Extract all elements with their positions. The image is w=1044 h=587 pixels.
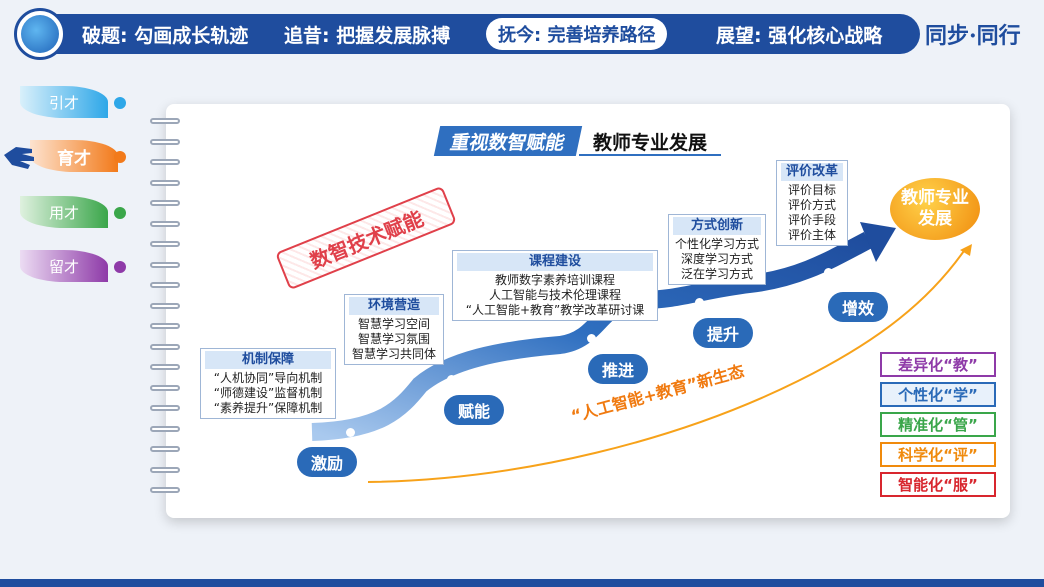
- binding-ring: [150, 405, 180, 411]
- goal-line: 发展: [918, 209, 952, 229]
- box-line: 评价目标: [787, 183, 836, 197]
- box-heading: 方式创新: [673, 217, 761, 235]
- legend-learn: 个性化“学”: [880, 382, 996, 407]
- school-logo: [14, 8, 66, 60]
- stage-incentive: 激励: [297, 447, 358, 477]
- path-ribbon: [311, 232, 873, 441]
- path-node: [447, 375, 456, 384]
- path-node: [346, 428, 355, 437]
- path-node: [695, 298, 704, 307]
- path-node: [824, 268, 833, 277]
- binding-ring: [150, 179, 180, 186]
- box-heading: 机制保障: [205, 351, 331, 369]
- stage-advance: 推进: [588, 354, 649, 384]
- legend-manage: 精准化“管”: [880, 412, 996, 437]
- binding-ring: [150, 302, 180, 309]
- top-bar-band: [40, 14, 920, 54]
- box-line: 深度学习方式: [680, 252, 753, 266]
- binding-ring: [150, 159, 180, 165]
- sidebar-item-recruit[interactable]: 引才: [20, 86, 108, 118]
- binding-ring: [150, 343, 180, 350]
- sidebar-item-label: 用才: [48, 203, 79, 222]
- box-line: “素养提升”保障机制: [213, 401, 323, 415]
- legend-evaluate: 科学化“评”: [880, 442, 996, 467]
- binding-ring: [150, 261, 180, 268]
- binding-ring: [150, 282, 180, 288]
- binding-ring: [150, 200, 180, 206]
- sidebar-item-employ[interactable]: 用才: [20, 196, 108, 228]
- binding-ring: [150, 138, 180, 145]
- box-line: 评价手段: [787, 213, 836, 227]
- tab-breaking[interactable]: 破题: 勾画成长轨迹: [82, 24, 249, 47]
- box-line: 智慧学习共同体: [351, 347, 436, 361]
- legend-serve: 智能化“服”: [880, 472, 996, 497]
- box-method: 方式创新 个性化学习方式 深度学习方式 泛在学习方式: [668, 214, 766, 285]
- box-line: 教师数字素养培训课程: [494, 273, 615, 287]
- pointing-hand-icon: [4, 147, 34, 169]
- tab-present[interactable]: 抚今: 完善培养路径: [486, 18, 668, 50]
- box-line: 评价主体: [787, 228, 836, 242]
- tab-outlook[interactable]: 展望: 强化核心战略: [716, 24, 883, 47]
- sidebar-dot: [114, 261, 126, 273]
- box-line: “师德建设”监督机制: [213, 386, 323, 400]
- stage-efficiency: 增效: [828, 292, 889, 322]
- box-line: 个性化学习方式: [674, 237, 759, 251]
- binding-ring: [150, 220, 180, 227]
- box-curriculum: 课程建设 教师数字素养培训课程 人工智能与技术伦理课程 “人工智能+教育”教学改…: [452, 250, 658, 321]
- binding-ring: [150, 118, 180, 124]
- box-line: 智慧学习空间: [357, 317, 430, 331]
- sidebar-dot: [114, 207, 126, 219]
- binding-ring: [150, 384, 180, 391]
- sidebar-item-label: 留才: [48, 257, 79, 276]
- footer-bar: [0, 579, 1044, 587]
- sidebar-item-label: 引才: [48, 93, 79, 112]
- box-evaluation: 评价改革 评价目标 评价方式 评价手段 评价主体: [776, 160, 848, 246]
- binding-ring: [150, 466, 180, 473]
- ecology-arc: [367, 247, 967, 483]
- sidebar-item-cultivate[interactable]: 育才: [30, 140, 118, 172]
- stage-improve: 提升: [693, 318, 754, 348]
- legend-teach: 差异化“教”: [880, 352, 996, 377]
- path-node: [587, 334, 596, 343]
- sidebar-item-retain[interactable]: 留才: [20, 250, 108, 282]
- box-line: 泛在学习方式: [680, 267, 753, 281]
- box-environment: 环境营造 智慧学习空间 智慧学习氛围 智慧学习共同体: [344, 294, 444, 365]
- box-line: “人工智能+教育”教学改革研讨课: [465, 303, 645, 317]
- box-line: 评价方式: [787, 198, 836, 212]
- sidebar-dot: [114, 97, 126, 109]
- binding-ring: [150, 425, 180, 432]
- ecology-arc-arrow-icon: [960, 244, 972, 256]
- stage-empower: 赋能: [444, 395, 505, 425]
- box-line: “人机协同”导向机制: [213, 371, 323, 385]
- title-rest: 教师专业发展: [579, 126, 722, 156]
- binding-ring: [150, 364, 180, 370]
- path-arrowhead-icon: [860, 222, 896, 262]
- logo-emblem-icon: [21, 15, 59, 53]
- goal-teacher-development: 教师专业 发展: [890, 178, 980, 240]
- box-heading: 评价改革: [781, 163, 843, 181]
- slogan: 同步·同行: [925, 23, 1021, 49]
- box-line: 智慧学习氛围: [357, 332, 430, 346]
- box-mechanism: 机制保障 “人机协同”导向机制 “师德建设”监督机制 “素养提升”保障机制: [200, 348, 336, 419]
- card-title: 重视数智赋能 教师专业发展: [433, 126, 722, 156]
- sidebar-dot: [114, 151, 126, 163]
- goal-line: 教师专业: [901, 188, 969, 208]
- box-line: 人工智能与技术伦理课程: [488, 288, 621, 302]
- top-bar: 破题: 勾画成长轨迹 追昔: 把握发展脉搏 抚今: 完善培养路径 展望: 强化核…: [0, 8, 1044, 60]
- binding-ring: [150, 487, 180, 493]
- binding-ring: [150, 323, 180, 329]
- sidebar-item-label: 育才: [57, 148, 91, 169]
- tab-recall[interactable]: 追昔: 把握发展脉搏: [284, 24, 451, 47]
- binding-ring: [150, 241, 180, 247]
- box-heading: 环境营造: [349, 297, 439, 315]
- box-heading: 课程建设: [457, 253, 653, 271]
- binding-ring: [150, 446, 180, 452]
